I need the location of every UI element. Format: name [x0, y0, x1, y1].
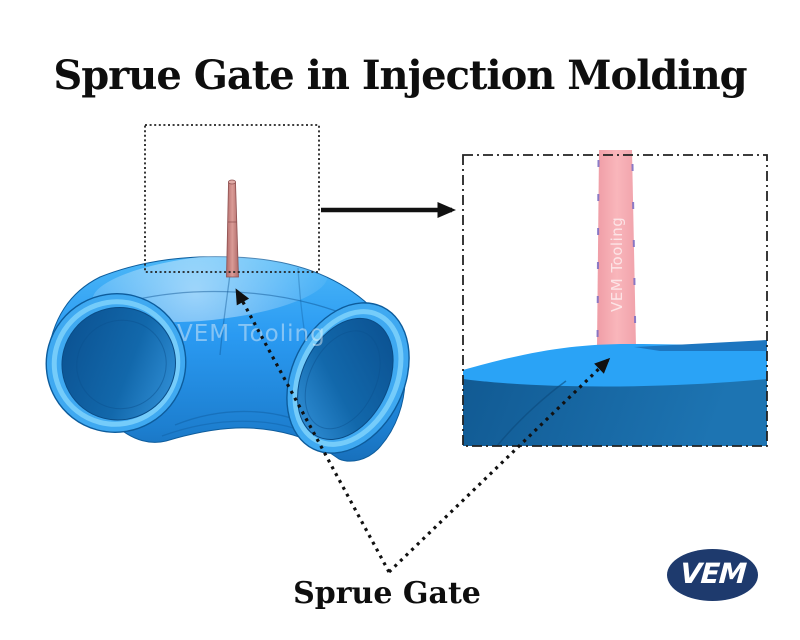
detail-sprue [597, 150, 636, 348]
detail-surface-dark [463, 379, 767, 446]
sprue-pin-top-cap [228, 179, 236, 185]
pointer-to-model-sprue [235, 288, 391, 573]
pipe-elbow-model: VEM Tooling [45, 179, 410, 462]
detail-watermark: VEM Tooling [608, 217, 626, 312]
sprue-pin [226, 179, 239, 278]
diagram-title: Sprue Gate in Injection Molding [53, 52, 747, 99]
sprue-gate-label: Sprue Gate [293, 576, 481, 611]
zoom-detail-border [462, 154, 768, 447]
detail-seam-line [496, 380, 567, 446]
annotations [144, 124, 611, 574]
pipe-opening-left [45, 293, 187, 433]
model-watermark: VEM Tooling [177, 321, 326, 347]
detail-part-surface [463, 340, 767, 446]
zoom-detail-panel: VEM Tooling [462, 150, 768, 447]
detail-surface-mid-wedge [634, 340, 767, 351]
vem-logo: VEM [667, 549, 758, 601]
pipe-opening-right [286, 302, 410, 454]
vem-logo-text: VEM [678, 556, 747, 590]
